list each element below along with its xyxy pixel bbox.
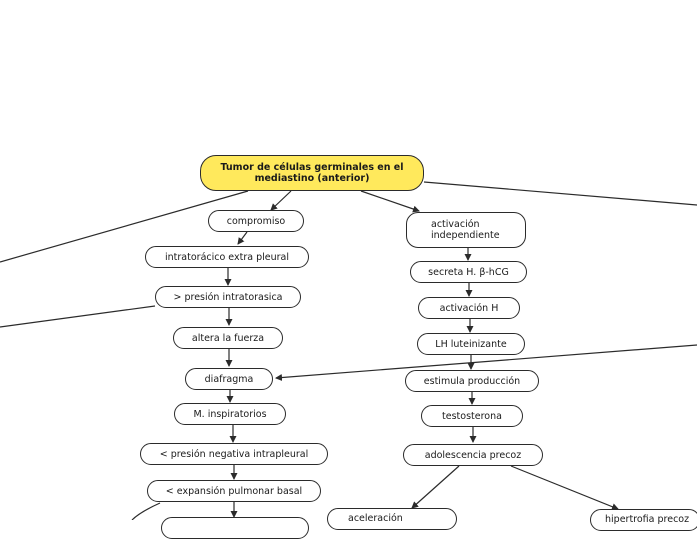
link-adolescencia-hipertrofia [510, 465, 619, 511]
link-root-activacion [360, 190, 420, 213]
node-intratoracico[interactable]: intratorácico extra pleural [145, 246, 309, 268]
node-testosterona[interactable]: testosterona [421, 405, 523, 427]
link-compromiso-intratoracico [237, 231, 248, 245]
link-root-offscreen-right [423, 181, 697, 206]
concept-map: Tumor de células germinales en el medias… [0, 155, 697, 539]
node-activacion-h[interactable]: activación H [418, 297, 520, 319]
node-adolescencia-precoz[interactable]: adolescencia precoz [403, 444, 543, 466]
link-adolescencia-aceleracion [411, 465, 460, 509]
node-lh-luteinizante[interactable]: LH luteinizante [417, 333, 525, 355]
node-aceleracion[interactable]: aceleración [327, 508, 457, 530]
node-estimula-produccion[interactable]: estimula producción [405, 370, 539, 392]
connector-layer [0, 181, 697, 520]
node-expansion-pulmonar[interactable]: < expansión pulmonar basal [147, 480, 321, 502]
node-secreta-hcg[interactable]: secreta H. β-hCG [410, 261, 527, 283]
node-altera-fuerza[interactable]: altera la fuerza [173, 327, 283, 349]
node-activacion-independiente[interactable]: activación independiente [406, 212, 526, 248]
node-presion-negativa[interactable]: < presión negativa intrapleural [140, 443, 328, 465]
node-m-inspiratorios[interactable]: M. inspiratorios [174, 403, 286, 425]
root-node[interactable]: Tumor de células germinales en el medias… [200, 155, 424, 191]
node-presion-intratorasica[interactable]: > presión intratorasica [155, 286, 301, 308]
link-presion-offscreen-left [0, 305, 156, 328]
link-root-offscreen-left [0, 190, 249, 263]
node-offscreen-bottom[interactable] [161, 517, 309, 539]
link-offscreen-diafragma [275, 344, 697, 382]
node-compromiso[interactable]: compromiso [208, 210, 304, 232]
node-diafragma[interactable]: diafragma [185, 368, 273, 390]
node-hipertrofia[interactable]: hipertrofia precoz [590, 509, 697, 531]
link-expansion-offscreen [131, 502, 161, 520]
link-root-compromiso [270, 190, 292, 211]
